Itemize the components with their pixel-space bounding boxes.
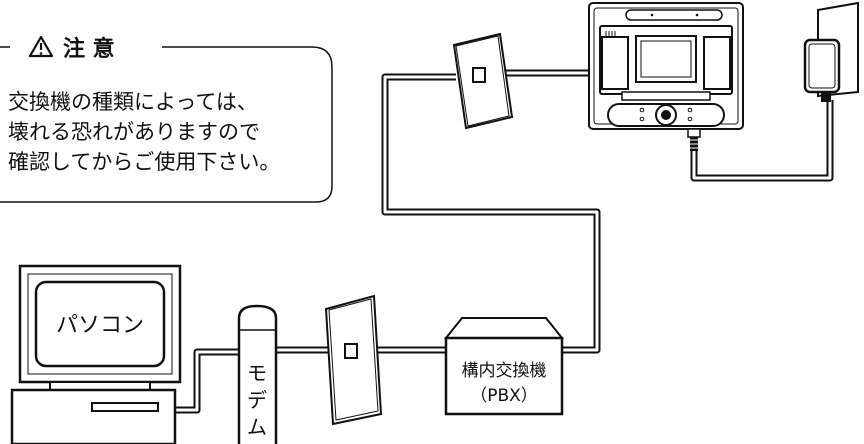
caution-line-3: 確認してからご使用下さい。 (8, 150, 280, 174)
ac-adapter (803, 1, 859, 102)
modem-label-1: モ (247, 361, 267, 385)
caution-line-1: 交換機の種類によっては、 (8, 90, 258, 114)
caution-line-2: 壊れる恐れがありますので (8, 120, 260, 144)
modem-label-3: ム (247, 415, 267, 439)
phone-unit (588, 2, 744, 151)
computer-label: パソコン (56, 313, 144, 338)
pbx-box: 構内交換機 （PBX） (443, 317, 565, 416)
caution-box: 注 意 交換機の種類によっては、 壊れる恐れがありますので 確認してからご使用下… (0, 35, 333, 203)
modem-label-2: デ (247, 388, 267, 412)
wall-jack-lower (324, 294, 383, 426)
computer: パソコン (10, 264, 182, 444)
caution-title: 注 意 (63, 36, 115, 62)
pbx-label: 構内交換機 (462, 361, 547, 381)
pbx-sub-label: （PBX） (470, 386, 538, 406)
wall-jack-upper (452, 32, 514, 130)
warning-icon (28, 35, 54, 58)
modem: モ デ ム (237, 304, 278, 444)
